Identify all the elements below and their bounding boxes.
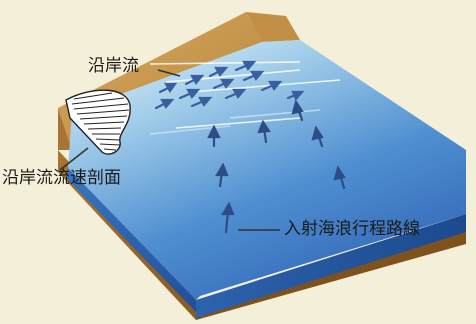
- longshore-arrow: [260, 80, 283, 92]
- beach-ridge: [58, 108, 72, 150]
- longshore-arrow: [208, 66, 229, 78]
- longshore-arrow: [212, 78, 235, 90]
- longshore-arrow: [224, 88, 247, 100]
- beach-back-strip: [246, 12, 300, 42]
- leader-longshore: [157, 69, 181, 77]
- longshore-current-arrows: [154, 60, 305, 110]
- longshore-arrow: [234, 60, 257, 72]
- leader-profile: [59, 147, 89, 171]
- wave-arrow: [291, 99, 304, 122]
- longshore-arrow: [190, 96, 213, 108]
- wave-arrow: [257, 119, 271, 144]
- incident-wave-arrows: [207, 99, 346, 234]
- longshore-arrow: [158, 82, 178, 94]
- leader-lines: [59, 69, 280, 231]
- water-front-face: [66, 168, 196, 312]
- wave-arrow: [221, 201, 235, 234]
- speed-profile-hatching: [71, 92, 130, 151]
- wave-arrow: [333, 165, 346, 190]
- longshore-arrow: [178, 88, 201, 100]
- speed-profile-outline: [65, 89, 131, 155]
- label-incident-wave-path: 入射海浪行程路線: [284, 219, 420, 239]
- wave-arrow: [207, 124, 221, 148]
- longshore-arrow: [184, 74, 205, 86]
- foam-lines: [149, 61, 341, 135]
- water-right-face: [196, 214, 466, 318]
- longshore-arrow: [286, 90, 305, 102]
- wave-arrow: [311, 125, 324, 148]
- speed-profile: [65, 89, 131, 155]
- label-longshore-current: 沿岸流: [88, 56, 139, 76]
- wave-arrow: [215, 162, 229, 188]
- label-current-speed-profile: 沿岸流流速剖面: [2, 168, 121, 188]
- longshore-arrow: [242, 70, 265, 82]
- longshore-arrow: [154, 98, 175, 110]
